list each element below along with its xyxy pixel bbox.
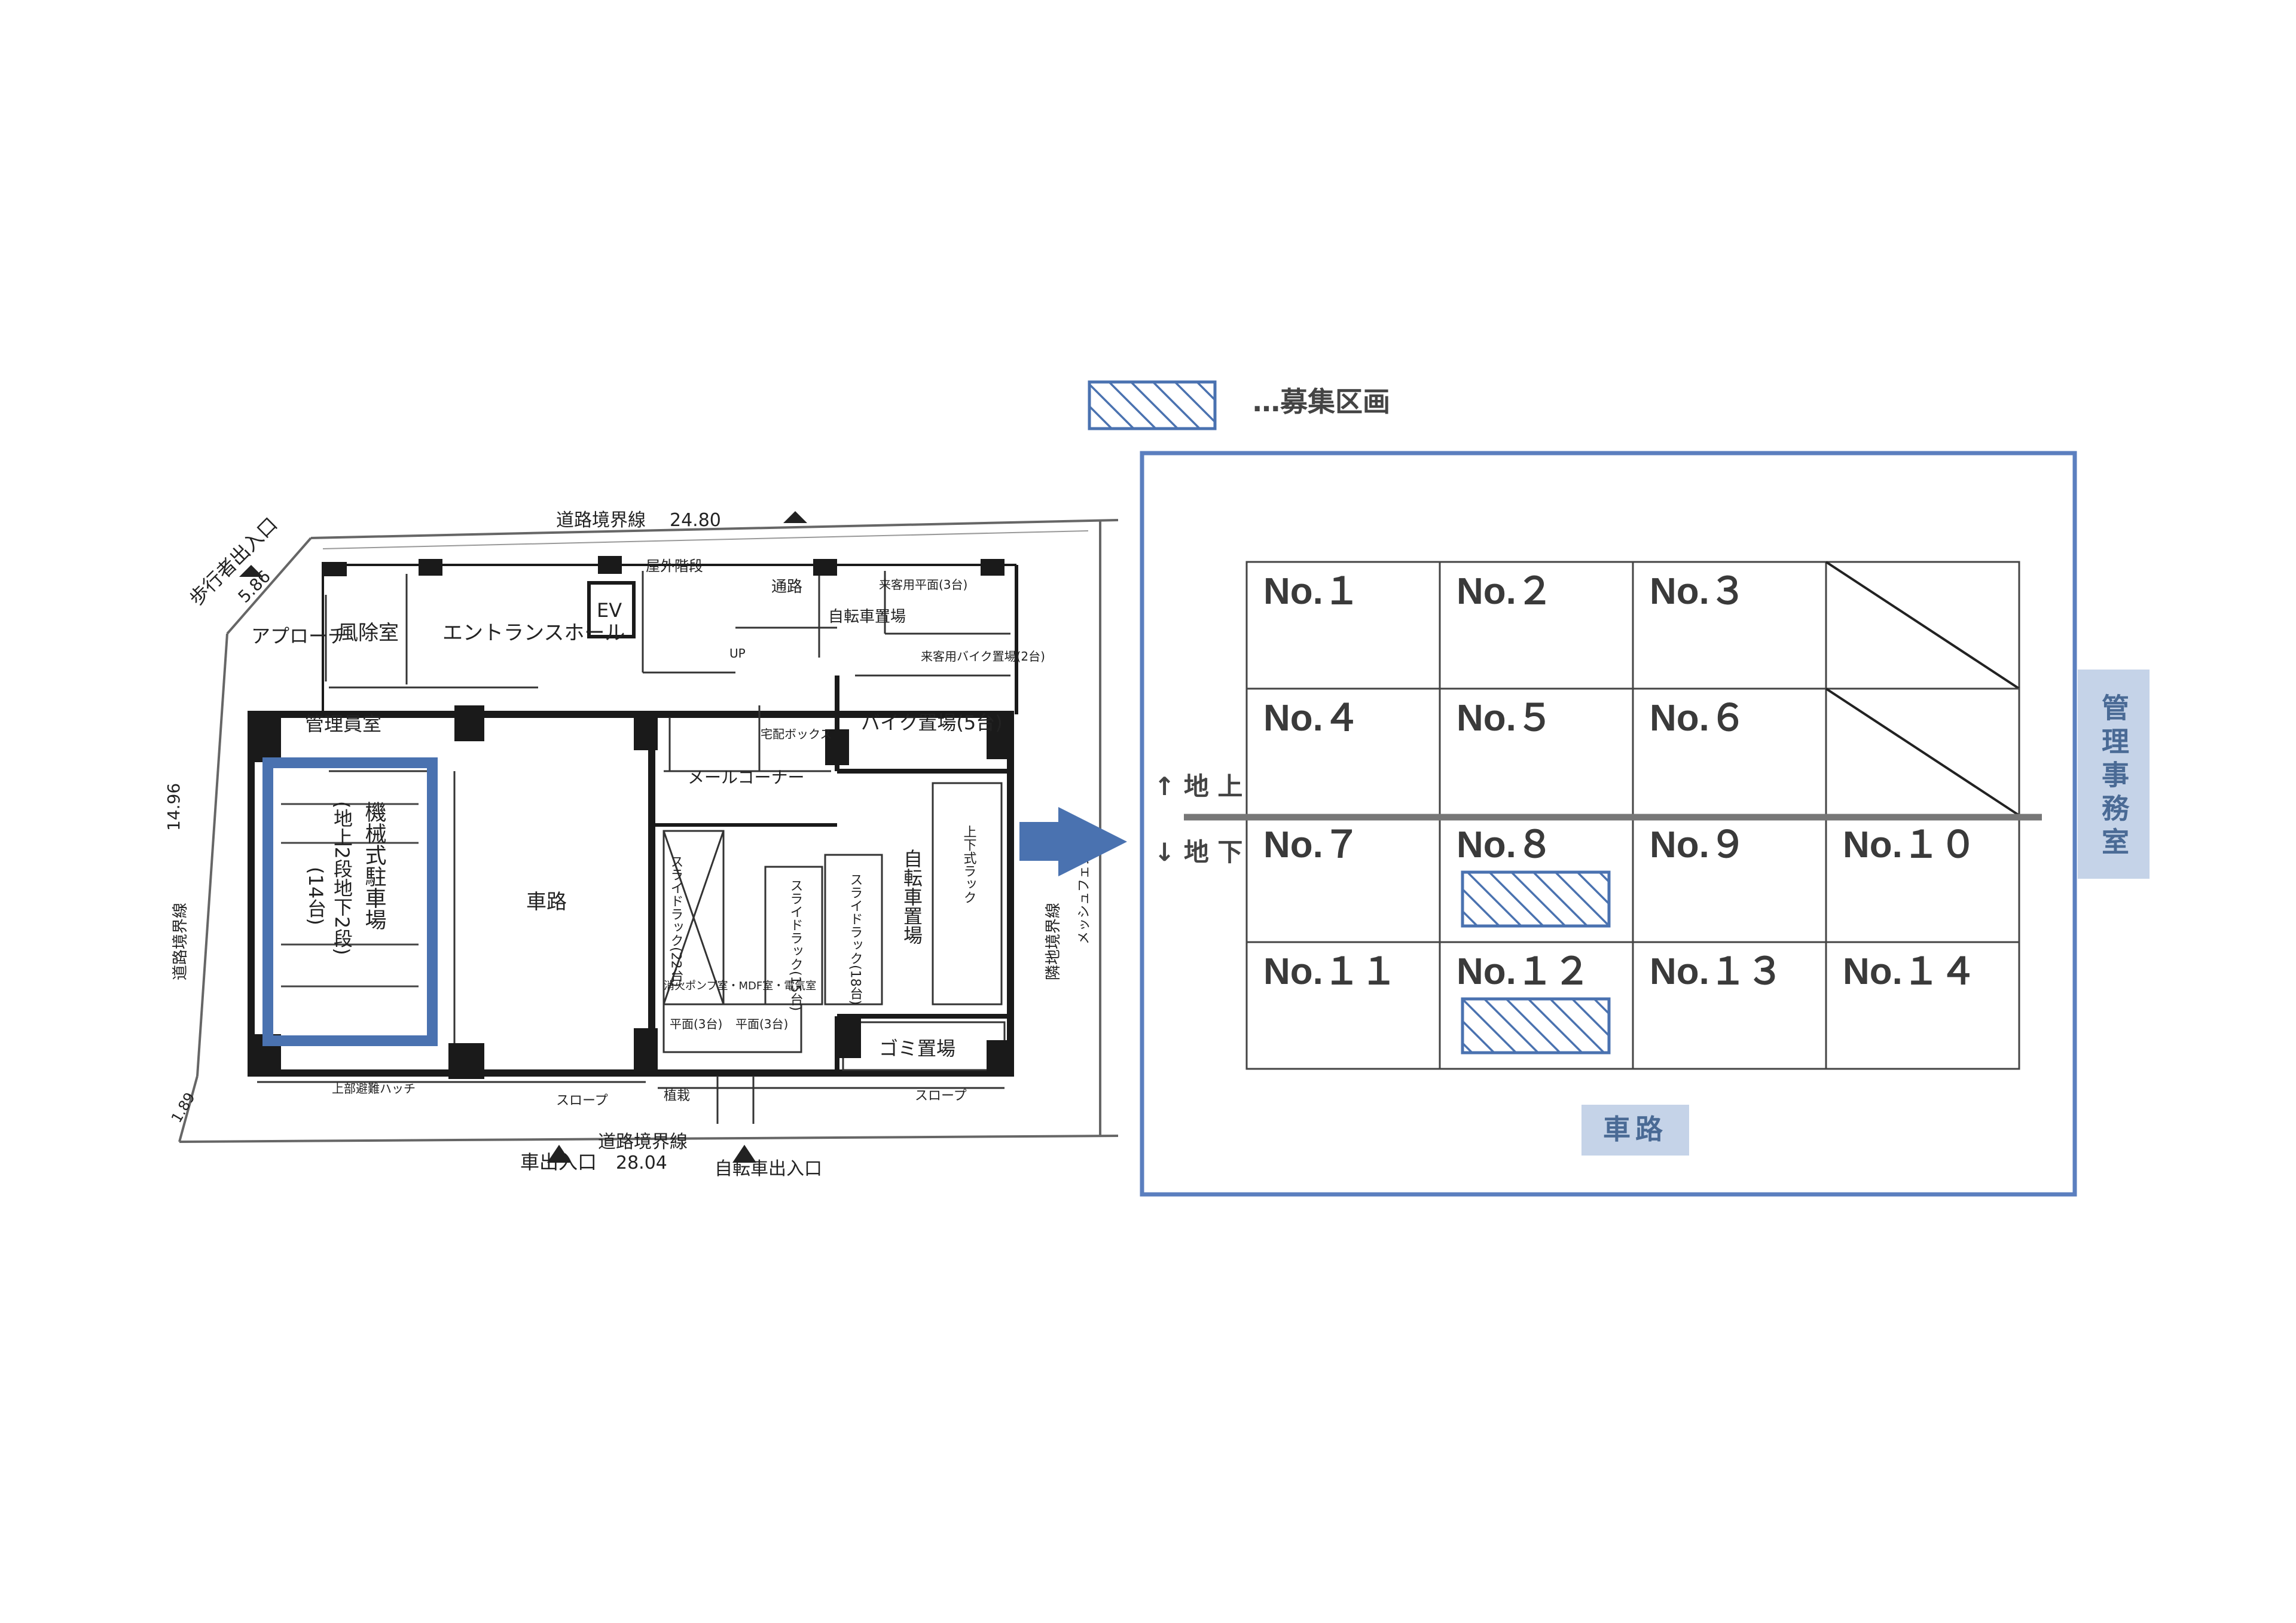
parking-space-label: No.１: [1263, 571, 1360, 612]
mech-detail-label: (地上2段地下2段): [331, 801, 353, 955]
direction-arrow: [1019, 807, 1127, 876]
bicycle-parking-label: 自転車置場: [900, 849, 923, 945]
parking-space-label: No.１２: [1457, 951, 1590, 992]
road-tag-label: 車路: [1603, 1113, 1668, 1145]
delivery-box-label: 宅配ボックス: [761, 727, 832, 741]
windbreak-label: 風除室: [338, 621, 399, 645]
slope-a-label: スロープ: [556, 1093, 608, 1108]
parking-space-label: No.３: [1650, 571, 1747, 612]
legend-label: …募集区画: [1253, 386, 1390, 418]
hatch-label: 上部避難ハッチ: [332, 1081, 416, 1096]
parking-space-label: No.７: [1263, 824, 1360, 866]
approach-label: アプローチ: [251, 625, 347, 647]
roadway-label: 車路: [526, 890, 567, 914]
road-tag: [1581, 1105, 1689, 1156]
below-ground-label: ↓ 地 下: [1154, 838, 1242, 867]
passage-label: 通路: [771, 578, 802, 596]
unavailable-slash: [1825, 561, 2020, 690]
garbage-label: ゴミ置場: [879, 1037, 955, 1060]
floor-plan-drawing: 道路境界線 24.80 歩行者出入口 5.86 アプローチ 風除室 エントランス…: [164, 510, 1119, 1179]
guest-flat-label: 来客用平面(3台): [879, 577, 967, 592]
interior-lines: [257, 571, 1010, 1124]
dim-189-label: 1.89: [168, 1090, 199, 1126]
pillars: [251, 556, 1013, 1079]
parking-space-label: No.１３: [1650, 951, 1784, 992]
pedestrian-entrance-label: 歩行者出入口: [185, 513, 282, 610]
parking-space-label: No.５: [1457, 698, 1553, 739]
slope-b-label: スロープ: [915, 1089, 967, 1104]
manager-room-label: 管理員室: [305, 713, 381, 735]
entrance-hall-label: エントランスホール: [442, 621, 625, 645]
pump-room-label: 消火ポンプ室・MDF室・電気室: [664, 980, 816, 992]
recruiting-space-hatch: [1461, 997, 1611, 1055]
slide-rack-18-label: スライドラック(18台): [848, 873, 863, 1005]
unavailable-slash: [1825, 687, 2020, 817]
mechanical-parking-label: 機械式駐車場: [362, 801, 387, 930]
legend-swatch: [1088, 380, 1217, 430]
slide-rack-22-label: スライドラック(22台): [668, 855, 683, 987]
above-ground-label: ↑ 地 上: [1154, 772, 1242, 801]
mechanical-parking-highlight: [262, 757, 438, 1046]
outdoor-stairs-label: 屋外階段: [646, 558, 703, 574]
side-length-label: 14.96: [164, 783, 184, 831]
slide-rack-15-label: スライドラック(15台): [788, 879, 803, 1011]
mail-corner-label: メールコーナー: [688, 768, 804, 787]
road-boundary-top-label: 道路境界線: [556, 510, 646, 531]
bicycle-entrance-label: 自転車出入口: [715, 1159, 822, 1179]
parking-space-label: No.２: [1457, 571, 1553, 612]
parking-space-label: No.６: [1650, 698, 1747, 739]
office-tag: [2078, 670, 2150, 879]
parking-space-label: No.１４: [1843, 951, 1977, 992]
flat-3a-label: 平面(3台): [670, 1017, 722, 1031]
parking-space-label: No.８: [1457, 824, 1553, 866]
recruiting-space-hatch: [1461, 870, 1611, 928]
parking-space-label: No.１１: [1263, 951, 1397, 992]
bike-parking-label: バイク置場(5台): [861, 711, 1003, 734]
ev-label: EV: [597, 599, 622, 622]
parking-cell: [1825, 941, 2020, 1070]
two-tier-rack-label: 上下式ラック: [961, 825, 976, 904]
parking-space-label: No.１０: [1843, 824, 1977, 866]
road-boundary-bottom-label: 道路境界線: [598, 1132, 688, 1153]
parking-space-label: No.９: [1650, 824, 1747, 866]
parking-layout-box: [1140, 451, 2077, 1197]
road-boundary-left-label: 道路境界線: [172, 903, 190, 980]
entrance-markers: [239, 511, 807, 1163]
flat-3b-label: 平面(3台): [735, 1017, 788, 1031]
guest-bike-label: 来客用バイク置場(2台): [921, 649, 1045, 664]
up-label: UP: [729, 646, 746, 661]
car-entrance-label: 車出入口: [520, 1151, 597, 1173]
mech-count-label: (14台): [304, 867, 327, 925]
elevator-box: [587, 581, 636, 638]
bottom-length-label: 28.04: [616, 1153, 667, 1173]
parking-pallet-lines: [281, 803, 419, 988]
parking-space-label: No.４: [1263, 698, 1360, 739]
top-length-label: 24.80: [670, 510, 721, 531]
bicycle-parking-top-label: 自転車置場: [828, 608, 906, 626]
site-boundary: [178, 519, 1119, 1143]
planting-label: 植栽: [664, 1089, 690, 1104]
neighbor-boundary-label: 隣地境界線: [1045, 903, 1062, 980]
office-tag-label: 管理事務室: [2097, 693, 2130, 861]
